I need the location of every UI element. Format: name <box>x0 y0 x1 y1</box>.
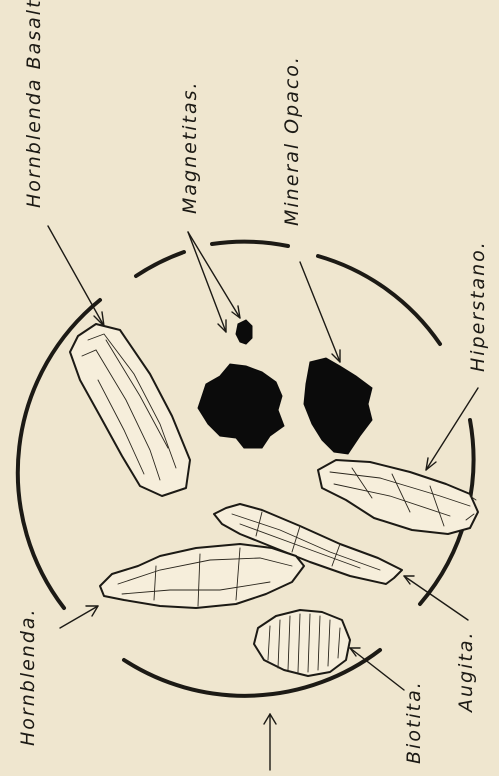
hornblenda-basaltica-crystal <box>70 324 190 496</box>
mineral-opaco-grain <box>304 358 372 454</box>
label-biotita: Biotita. <box>403 680 425 764</box>
hornblenda-crystal <box>100 544 304 608</box>
label-magnetitas: Magnetitas. <box>179 80 201 214</box>
hiperstano-crystal <box>318 460 478 534</box>
magnetitas-grains <box>198 320 284 448</box>
label-mineral-opaco: Mineral Opaco. <box>281 55 303 226</box>
label-augita: Augita. <box>455 630 477 714</box>
label-hiperstano: Hiperstano. <box>467 240 489 372</box>
biotita-flake <box>254 610 350 676</box>
label-hornblenda: Hornblenda. <box>17 607 39 746</box>
label-hornblenda-basaltica: Hornblenda Basaltica. <box>23 0 45 208</box>
field-of-view-circle <box>18 242 474 696</box>
